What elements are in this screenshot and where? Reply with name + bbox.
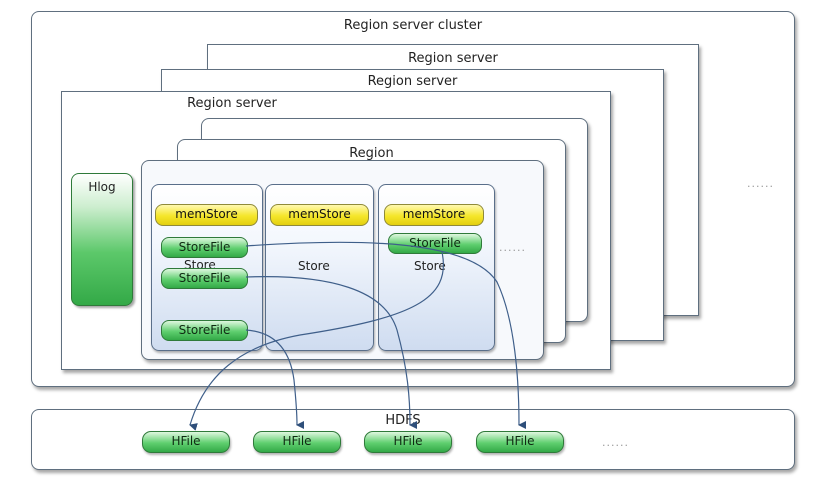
hfile-3: HFile: [364, 431, 452, 453]
storefile-3a: StoreFile: [388, 233, 482, 254]
arrow-storefile-1b-to-hfile-3: [245, 276, 418, 429]
store-3-label: Store: [414, 259, 446, 273]
storefile-1a: StoreFile: [161, 237, 248, 258]
arrow-storefile-1a-to-hfile-4: [245, 241, 527, 429]
region-server-back-title: Region server: [408, 51, 498, 66]
memstore-3: memStore: [384, 204, 484, 226]
memstore-2: memStore: [270, 204, 369, 226]
hfile-2: HFile: [253, 431, 341, 453]
hlog: Hlog: [71, 173, 133, 306]
store-ellipsis: ......: [499, 241, 526, 254]
region-server-front-title: Region server: [187, 96, 277, 111]
hfile-1: HFile: [142, 431, 230, 453]
store-2-label: Store: [298, 259, 330, 273]
region-server-middle-title: Region server: [367, 74, 458, 89]
arrow-storefile-3a-to-hfile-1: [189, 251, 444, 431]
cluster-title: Region server cluster: [343, 18, 483, 33]
arrow-storefile-1c-to-hfile-2: [245, 329, 305, 429]
memstore-1: memStore: [155, 204, 258, 226]
cluster-ellipsis: ......: [747, 177, 774, 190]
storefile-1b: StoreFile: [161, 268, 248, 289]
hfile-4: HFile: [476, 431, 564, 453]
region-title: Region: [349, 146, 394, 161]
storefile-1c: StoreFile: [161, 320, 248, 341]
hlog-label: Hlog: [88, 180, 116, 194]
hdfs-ellipsis: ......: [602, 436, 629, 449]
